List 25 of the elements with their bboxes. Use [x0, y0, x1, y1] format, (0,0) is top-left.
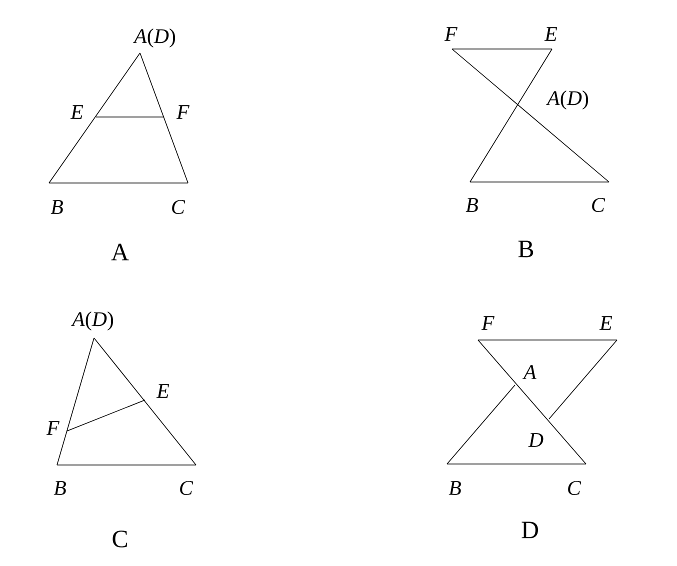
panel-label: B: [518, 240, 534, 258]
point-label: F: [176, 105, 190, 119]
point-label: F: [46, 421, 60, 435]
point-label: F: [444, 27, 458, 41]
panel-label: D: [522, 522, 538, 538]
point-label: E: [156, 384, 170, 398]
point-label: A(D): [70, 312, 114, 330]
point-label: B: [50, 200, 63, 214]
point-label: B: [448, 481, 461, 495]
point-label: C: [172, 200, 186, 214]
panel-label: C: [112, 530, 127, 548]
point-label: A(D): [132, 28, 176, 48]
point-label: C: [180, 480, 194, 495]
point-label: E: [599, 316, 612, 330]
point-label: F: [481, 316, 494, 330]
point-label: E: [70, 105, 84, 119]
point-label: B: [466, 198, 478, 212]
point-label: B: [54, 481, 66, 495]
point-label: C: [592, 198, 606, 212]
point-label: C: [568, 480, 582, 495]
panel-label: A: [111, 244, 129, 260]
point-label: E: [544, 27, 558, 41]
point-label: A(D): [546, 90, 588, 110]
point-label: D: [528, 433, 544, 447]
point-label: A: [522, 365, 536, 379]
